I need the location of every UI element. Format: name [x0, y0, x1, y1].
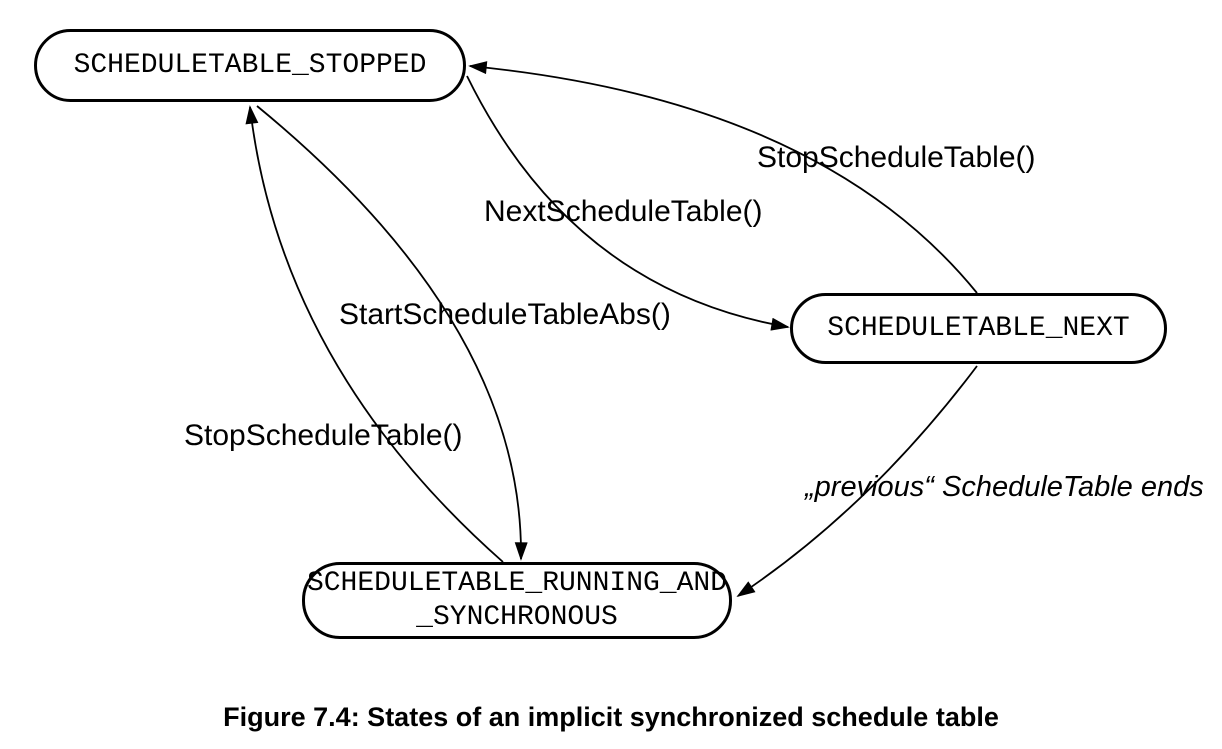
- state-label: SCHEDULETABLE_STOPPED: [73, 49, 427, 81]
- state-scheduletable-next: SCHEDULETABLE_NEXT: [790, 293, 1167, 364]
- transition-arrow-stopped-to-next: [466, 75, 790, 331]
- transition-label-stopped-to-next: NextScheduleTable(): [484, 195, 763, 228]
- transition-label-stopped-to-running: StartScheduleTableAbs(): [339, 298, 671, 331]
- state-label-line2: _SYNCHRONOUS: [416, 601, 618, 633]
- state-label-line1: SCHEDULETABLE_RUNNING_AND: [306, 567, 728, 599]
- transition-arrow-next-to-running: [736, 365, 978, 598]
- state-scheduletable-stopped: SCHEDULETABLE_STOPPED: [34, 29, 466, 102]
- transition-arrow-next-to-stopped: [468, 61, 978, 294]
- state-scheduletable-running-and-synchronous: SCHEDULETABLE_RUNNING_AND _SYNCHRONOUS: [302, 562, 732, 639]
- transition-label-next-to-stopped: StopScheduleTable(): [757, 141, 1036, 174]
- transition-label-next-to-running: „previous“ ScheduleTable ends: [805, 471, 1204, 503]
- transition-arrow-stopped-to-running: [256, 105, 528, 561]
- transition-label-running-to-stopped: StopScheduleTable(): [184, 419, 463, 452]
- figure-caption: Figure 7.4: States of an implicit synchr…: [223, 702, 999, 732]
- state-label: SCHEDULETABLE_NEXT: [827, 312, 1130, 344]
- transition-arrow-running-to-stopped: [245, 105, 504, 563]
